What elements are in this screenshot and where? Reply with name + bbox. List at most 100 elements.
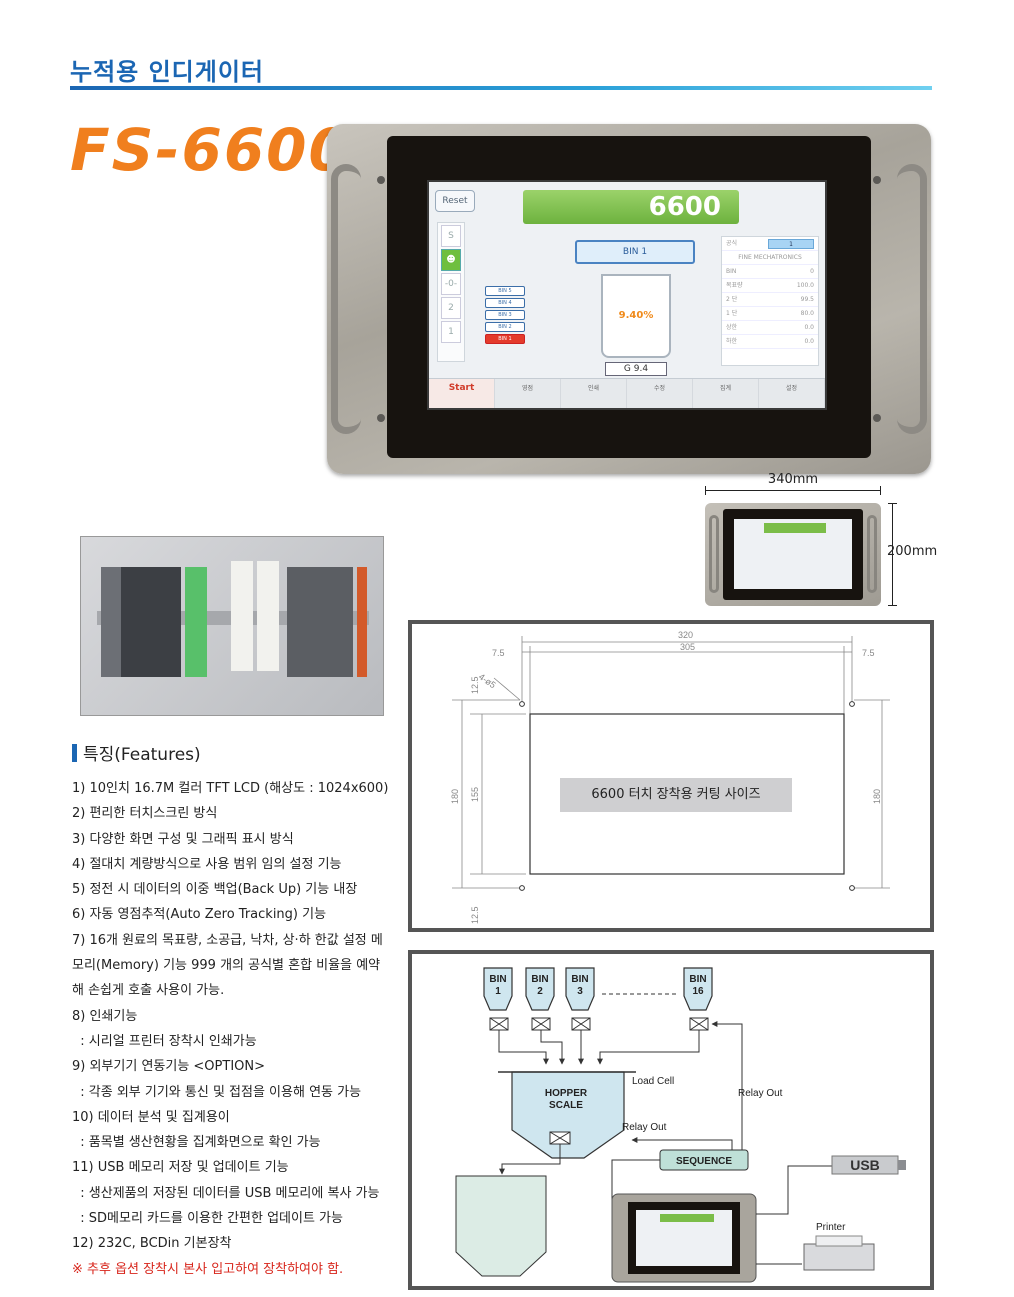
bin-stack: BIN 5 BIN 4 BIN 3 BIN 2 BIN 1	[485, 286, 525, 346]
info-value: 99.5	[800, 296, 814, 303]
bin-label: 16	[692, 986, 704, 997]
height-dimension: 200mm	[887, 544, 938, 559]
side-button[interactable]: 1	[441, 321, 461, 343]
feature-item: 8) 인쇄기능	[72, 1008, 138, 1024]
model-name: FS-6600	[70, 116, 351, 184]
tab-summary[interactable]: 집계	[693, 379, 759, 408]
bin-hoppers	[483, 967, 713, 1011]
side-button[interactable]: 2	[441, 297, 461, 319]
width-dimension-line	[705, 486, 881, 495]
screen-tab-bar: Start 영점 인쇄 수정 집계 설정	[429, 378, 825, 408]
bin-label: 3	[577, 986, 583, 997]
formula-value[interactable]: 1	[768, 239, 814, 249]
info-value: 80.0	[800, 310, 814, 317]
width-dimension: 340mm	[767, 472, 819, 487]
feature-item: : 생산제품의 저장된 데이터를 USB 메모리에 복사 가능	[72, 1185, 380, 1201]
title-rule	[70, 86, 932, 90]
feature-item: 10) 데이터 분석 및 집계용이	[72, 1109, 230, 1125]
screw-icon	[873, 176, 881, 184]
tab-edit[interactable]: 수정	[627, 379, 693, 408]
feature-item: 2) 편리한 터치스크린 방식	[72, 806, 218, 822]
bin-label: BIN	[531, 974, 548, 985]
side-button[interactable]: -0-	[441, 273, 461, 295]
feature-item: 11) USB 메모리 저장 및 업데이트 기능	[72, 1160, 289, 1176]
device-photo-small	[705, 503, 881, 606]
feature-item: 7) 16개 원료의 목표량, 소공급, 낙차, 상·하 한값 설정 메	[72, 932, 383, 948]
info-value: 0.0	[804, 324, 814, 331]
bin-label: BIN	[689, 974, 706, 985]
product-container-graphic	[455, 1175, 547, 1277]
hopper-percent: 9.40%	[618, 310, 654, 321]
bin-label: BIN	[571, 974, 588, 985]
screw-icon	[377, 176, 385, 184]
tab-print[interactable]: 인쇄	[561, 379, 627, 408]
tab-settings[interactable]: 설정	[759, 379, 825, 408]
feature-item: : SD메모리 카드를 이용한 간편한 업데이트 가능	[72, 1211, 343, 1227]
left-handle	[331, 164, 361, 434]
brand-label: FINE MECHATRONICS	[738, 254, 802, 261]
small-handle	[867, 515, 877, 593]
info-panel: 공식 1 FINE MECHATRONICS BIN 0 목표량 100.0 2 단…	[721, 236, 819, 366]
printer-graphic	[803, 1243, 875, 1271]
feature-item: : 시리얼 프린터 장착시 인쇄가능	[72, 1033, 257, 1049]
hopper-bin-label: BIN 1	[575, 240, 695, 264]
info-label: 2 단	[726, 296, 738, 303]
bin-item: BIN 3	[485, 310, 525, 320]
hopper-valve-icon	[549, 1131, 571, 1145]
printer-label: Printer	[816, 1222, 846, 1233]
feature-item: 5) 정전 시 데이터의 이중 백업(Back Up) 기능 내장	[72, 882, 358, 898]
features-heading-text: 특징(Features)	[83, 745, 201, 765]
info-value: 100.0	[796, 282, 814, 289]
small-screen	[734, 519, 852, 589]
hopper-scale-label: HOPPER	[545, 1088, 588, 1099]
system-flow-diagram: BIN 1 BIN 2 BIN 3 BIN 16 HOPPER SCALE Lo…	[408, 950, 934, 1290]
reset-button[interactable]: Reset	[435, 190, 475, 212]
screw-icon	[377, 414, 385, 422]
bin-item: BIN 2	[485, 322, 525, 332]
relay-out-label: Relay Out	[738, 1088, 783, 1099]
small-handle	[709, 515, 719, 593]
feature-item: 3) 다양한 화면 구성 및 그래픽 표시 방식	[72, 831, 294, 847]
dim-margin-label-top: 12.5	[470, 676, 480, 694]
bin-label: 2	[537, 986, 543, 997]
dim-height-label-right: 180	[872, 789, 882, 804]
bin-item-active: BIN 1	[485, 334, 525, 344]
cutting-diagram-svg: 320 305 7.5 7.5 4-ø5 180 155 180 12.5 12…	[450, 630, 890, 924]
start-tab[interactable]: Start	[429, 379, 495, 408]
hopper-graphic	[601, 274, 671, 358]
formula-label: 공식	[726, 240, 738, 247]
features-list: 1) 10인치 16.7M 컬러 TFT LCD (해상도 : 1024x600…	[72, 776, 392, 1282]
feature-item: : 품목별 생산현황을 집계화면으로 확인 가능	[72, 1135, 321, 1151]
bin-item: BIN 5	[485, 286, 525, 296]
side-button[interactable]: ☻	[441, 249, 461, 271]
cutting-size-label: 6600 터치 장착용 커팅 사이즈	[560, 778, 792, 812]
hopper-scale-graphic	[511, 1071, 625, 1159]
dim-inner-height-label: 155	[470, 787, 480, 802]
side-button[interactable]: S	[441, 225, 461, 247]
info-label: 목표량	[726, 282, 743, 289]
info-label: BIN	[726, 268, 737, 275]
feature-item: 모리(Memory) 기능 999 개의 공식별 혼합 비율을 예약	[72, 958, 381, 974]
dim-inner-label: 305	[680, 642, 695, 652]
info-value: 0	[810, 268, 814, 275]
info-label: 하한	[726, 338, 738, 345]
tab-zero[interactable]: 영점	[495, 379, 561, 408]
page-title: 누적용 인디게이터	[70, 58, 264, 86]
relay-out-label: Relay Out	[622, 1122, 667, 1133]
info-value: 0.0	[804, 338, 814, 345]
bin-label: 1	[495, 986, 501, 997]
hopper-scale-label: SCALE	[549, 1100, 583, 1111]
feature-item: : 각종 외부 기기와 통신 및 접점을 이용해 연동 가능	[72, 1084, 362, 1100]
load-cell-label: Load Cell	[632, 1076, 674, 1087]
hopper-gross: G 9.4	[605, 362, 667, 376]
weight-display: 6600	[523, 190, 739, 224]
info-label: 상한	[726, 324, 738, 331]
usb-label: USB	[850, 1157, 880, 1173]
dim-margin-label-bottom: 12.5	[470, 906, 480, 924]
dim-edge-label-right: 7.5	[862, 648, 875, 658]
feature-item: 9) 외부기기 연동기능 <OPTION>	[72, 1059, 266, 1075]
device-screen: Reset 6600 S ☻ -0- 2 1 BIN 5 BIN 4 BIN 3…	[427, 180, 827, 410]
height-dimension-line	[888, 503, 897, 606]
right-handle	[897, 164, 927, 434]
screw-icon	[873, 414, 881, 422]
